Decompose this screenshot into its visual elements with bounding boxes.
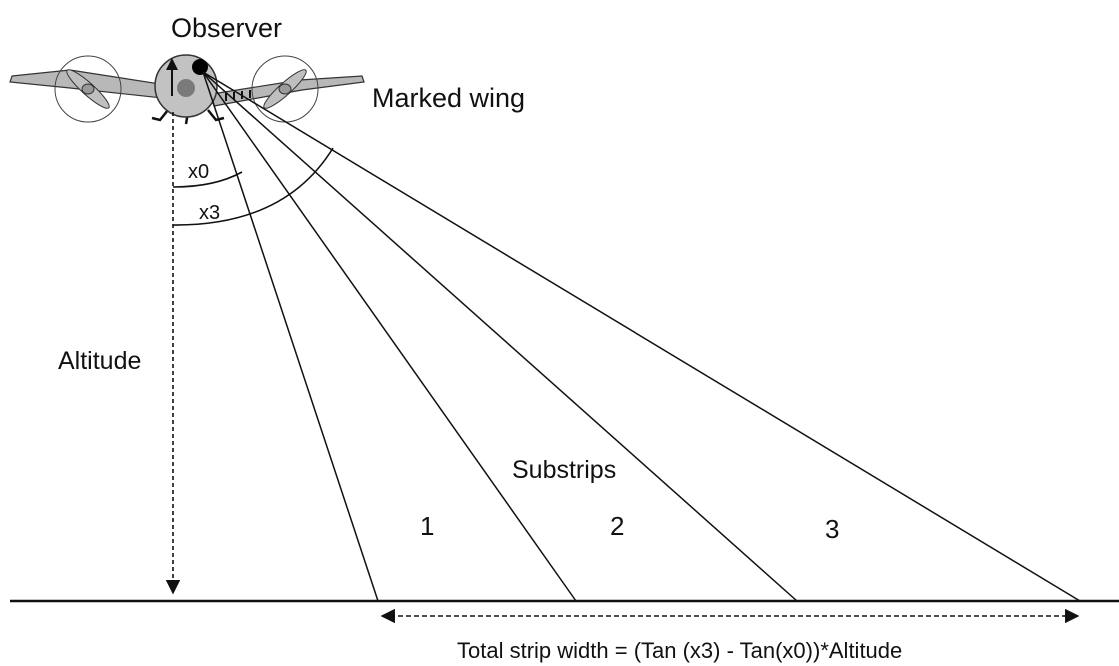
angle-x0-label: x0 — [188, 161, 209, 183]
angle-arc-x3 — [172, 147, 334, 226]
strip-width-formula: Total strip width = (Tan (x3) - Tan(x0))… — [457, 638, 902, 663]
substrips-label: Substrips — [512, 456, 616, 484]
substrip-2-label: 2 — [610, 511, 624, 541]
altitude-label: Altitude — [58, 347, 141, 375]
substrip-3-label: 3 — [825, 514, 839, 544]
sight-line-x0 — [202, 71, 379, 602]
sight-lines — [202, 71, 1081, 602]
substrip-1-label: 1 — [420, 511, 434, 541]
marked-wing-label: Marked wing — [372, 83, 525, 113]
angle-x3-label: x3 — [199, 202, 220, 224]
left-propeller-icon — [54, 55, 122, 123]
airplane-icon — [9, 54, 365, 125]
observer-label: Observer — [171, 13, 282, 43]
sight-line-x3 — [202, 71, 1081, 602]
sight-line-x1 — [202, 71, 577, 602]
angle-arc-x0 — [172, 171, 243, 188]
sight-line-x2 — [202, 71, 798, 602]
observer-head-icon — [192, 59, 208, 75]
